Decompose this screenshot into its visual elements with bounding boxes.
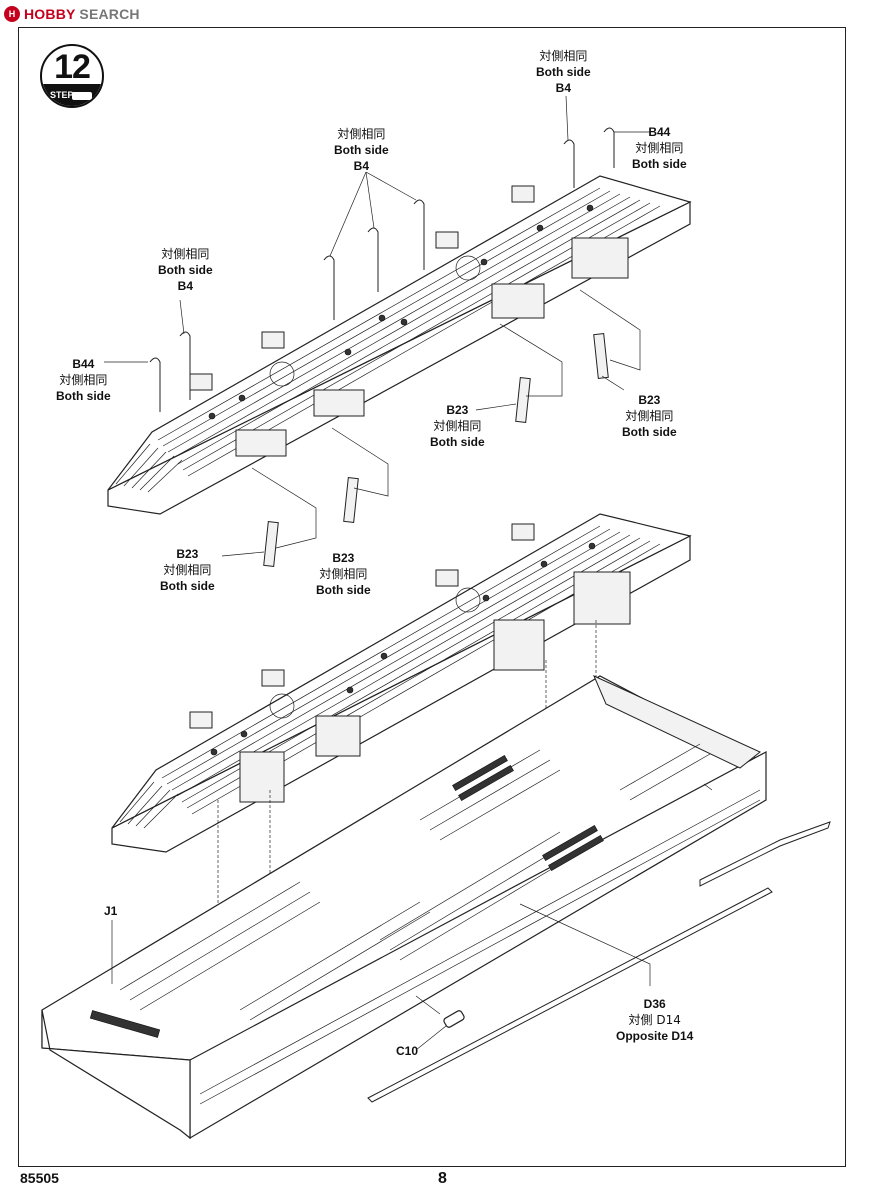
callout-b4-center: 対側相同 Both side B4 xyxy=(334,127,389,173)
page-number: 8 xyxy=(438,1170,447,1187)
upper-suspension-assembly xyxy=(107,175,692,515)
callout-d36: D36 対側 D14 Opposite D14 xyxy=(616,997,694,1043)
part-label-j1: J1 xyxy=(104,904,118,918)
callout-b44-right: B44 対側相同 Both side xyxy=(632,125,687,171)
callout-b44-left: B44 対側相同 Both side xyxy=(56,357,111,403)
watermark-logo: H xyxy=(4,6,20,22)
callout-b4-right: 対側相同 Both side B4 xyxy=(536,49,591,95)
upper-hooks xyxy=(104,95,650,412)
upper-shocks xyxy=(221,289,641,567)
watermark-text: HOBBY SEARCH xyxy=(24,6,140,22)
page-frame xyxy=(18,27,846,1167)
step-band: STEP xyxy=(42,84,102,106)
middle-suspension-assembly xyxy=(111,513,692,853)
callout-b23-low-left: B23 対側相同 Both side xyxy=(160,547,215,593)
callout-b23-mid: B23 対側相同 Both side xyxy=(430,403,485,449)
product-code: 85505 xyxy=(20,1170,59,1186)
callout-b23-low-right: B23 対側相同 Both side xyxy=(316,551,371,597)
lower-hull xyxy=(41,675,767,1140)
c10-part xyxy=(443,1010,465,1028)
step-label: STEP xyxy=(50,90,74,100)
callout-b4-left: 対側相同 Both side B4 xyxy=(158,247,213,293)
step-number: 12 xyxy=(54,48,91,86)
callout-b23-right: B23 対側相同 Both side xyxy=(622,393,677,439)
step-badge: 12 STEP xyxy=(40,44,104,108)
hobby-search-watermark: H HOBBY SEARCH xyxy=(4,4,140,24)
tank-icon xyxy=(72,92,92,100)
part-label-c10: C10 xyxy=(396,1044,419,1058)
side-rail-opposite xyxy=(367,887,773,1103)
side-rail-d36 xyxy=(699,821,831,887)
